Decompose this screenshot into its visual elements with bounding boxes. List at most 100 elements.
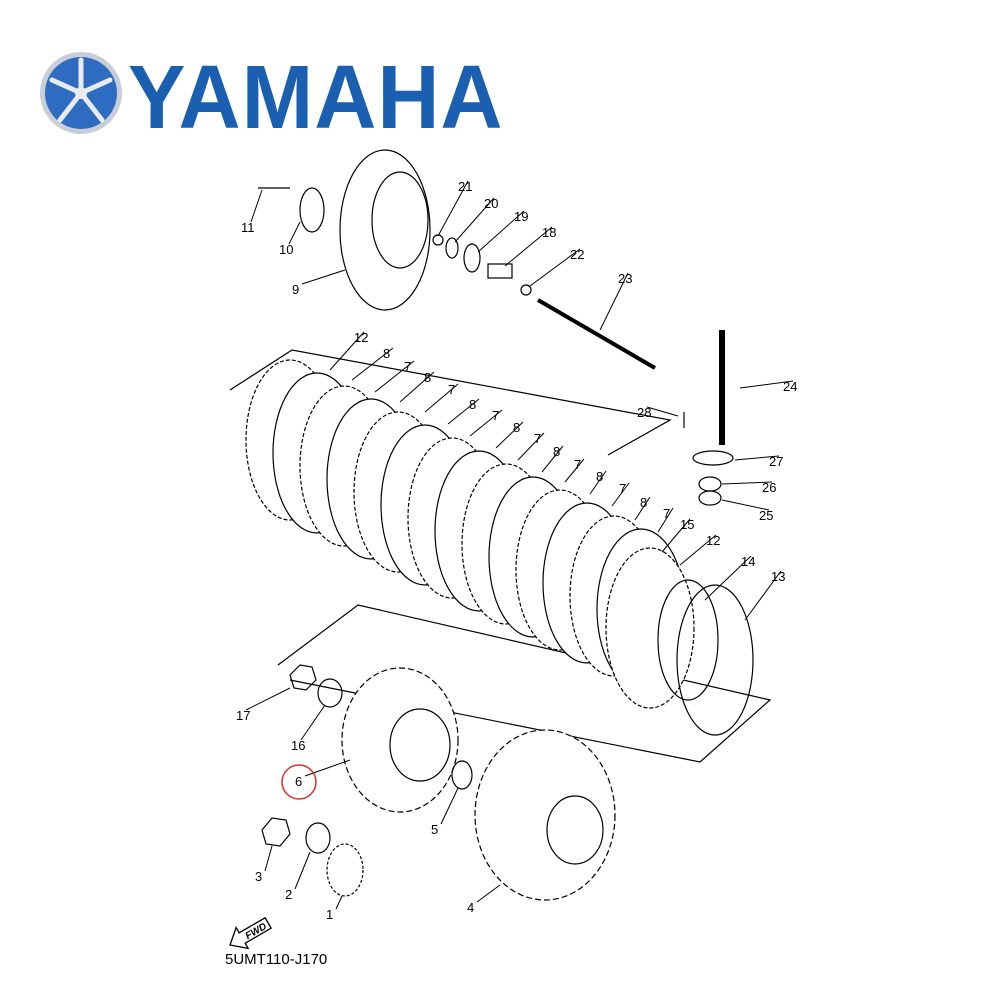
callout-label: 7: [448, 382, 455, 397]
leader-line: [529, 248, 581, 287]
leader-line: [541, 445, 564, 473]
leader-line: [744, 570, 782, 621]
leader-line: [245, 687, 291, 711]
circlip-21: [432, 234, 444, 246]
callout-label: 10: [279, 242, 293, 257]
nut-17: [289, 664, 317, 691]
leader-line: [288, 221, 301, 245]
callout-label: 7: [492, 408, 499, 423]
leader-line: [661, 518, 691, 553]
callout-label: 26: [762, 480, 776, 495]
callout-label: 25: [759, 508, 773, 523]
leader-line: [679, 534, 717, 566]
callout-label: 7: [534, 431, 541, 446]
clutch-boss-6: [341, 667, 459, 813]
callout-label: 4: [467, 900, 474, 915]
bearing-25: [698, 490, 722, 506]
leader-line: [469, 409, 503, 437]
leader-line: [504, 226, 553, 267]
leader-line: [634, 496, 651, 521]
callout-label: 7: [404, 359, 411, 374]
callout-label: 7: [619, 481, 626, 496]
washer-20: [445, 237, 459, 259]
leader-line: [294, 851, 311, 890]
yamaha-tuning-fork-logo: [40, 52, 122, 134]
leader-line: [304, 759, 351, 777]
callout-label: 3: [255, 869, 262, 884]
leader-line: [657, 507, 674, 533]
callout-label: 17: [236, 708, 250, 723]
callout-label: 7: [574, 457, 581, 472]
callout-label: 11: [241, 220, 255, 235]
callout-label: 14: [741, 554, 755, 569]
leader-line: [264, 845, 273, 872]
callout-label: 20: [484, 196, 498, 211]
leader-line: [646, 406, 679, 417]
leader-line: [599, 272, 629, 331]
pressure-plate-boss: [371, 171, 429, 269]
callout-label: 28: [637, 405, 651, 420]
callout-label: 21: [458, 179, 472, 194]
callout-label: 8: [469, 397, 476, 412]
leader-line: [477, 210, 525, 253]
leader-line: [437, 180, 469, 237]
leader-line: [564, 458, 585, 483]
callout-label: 8: [553, 444, 560, 459]
thrust-washer-5: [451, 760, 473, 790]
brand-wordmark: YAMAHA: [128, 47, 504, 148]
callout-label: 9: [292, 282, 299, 297]
clutch-boss-center: [389, 708, 451, 782]
pressure-plate: [339, 149, 431, 311]
leader-line: [424, 383, 459, 413]
primary-drive-gear-1: [326, 843, 364, 897]
leader-line: [335, 895, 343, 910]
leader-line: [721, 481, 773, 485]
leader-line: [454, 197, 495, 243]
ball-22: [520, 284, 532, 296]
leader-line: [495, 421, 524, 449]
callout-label: 2: [285, 887, 292, 902]
leader-line: [517, 432, 545, 461]
nut-3: [261, 817, 291, 847]
fwd-label: FWD: [244, 921, 269, 942]
callout-label: 8: [596, 469, 603, 484]
callout-label: 12: [706, 533, 720, 548]
callout-label: 8: [383, 346, 390, 361]
leader-line: [721, 499, 770, 511]
callout-label: 16: [291, 738, 305, 753]
driven-gear-hub: [546, 795, 604, 865]
callout-label: 12: [354, 330, 368, 345]
leader-line: [399, 371, 435, 403]
callout-label: 8: [424, 370, 431, 385]
callout-label: 18: [542, 225, 556, 240]
callout-label: 13: [771, 569, 785, 584]
lock-washer-2: [305, 822, 331, 854]
leader-line: [739, 380, 794, 389]
clutch-plate-12: [605, 547, 695, 709]
leader-line: [351, 347, 394, 381]
leader-line: [374, 360, 415, 393]
plate-group-outline: [229, 349, 672, 456]
callout-label: 8: [513, 420, 520, 435]
leader-line: [440, 787, 459, 825]
callout-label: 19: [514, 209, 528, 224]
callout-label: 5: [431, 822, 438, 837]
leader-line: [300, 704, 326, 741]
lock-washer-16: [317, 678, 343, 708]
push-rod-18: [487, 263, 513, 279]
leader-line: [301, 269, 346, 285]
washer-27: [692, 450, 734, 466]
oil-seal-26: [698, 476, 722, 492]
leader-line: [329, 331, 365, 371]
callout-label: 27: [769, 454, 783, 469]
wire-ring-14: [657, 579, 719, 701]
leader-line: [704, 555, 752, 601]
leader-line: [611, 482, 630, 507]
callout-label: 24: [783, 379, 797, 394]
leader-line: [734, 455, 780, 461]
callout-label: 7: [663, 506, 670, 521]
primary-driven-gear-4: [474, 729, 616, 901]
callout-label: 6: [295, 774, 302, 789]
diagram-code: 5UMT110-J170: [225, 951, 328, 968]
